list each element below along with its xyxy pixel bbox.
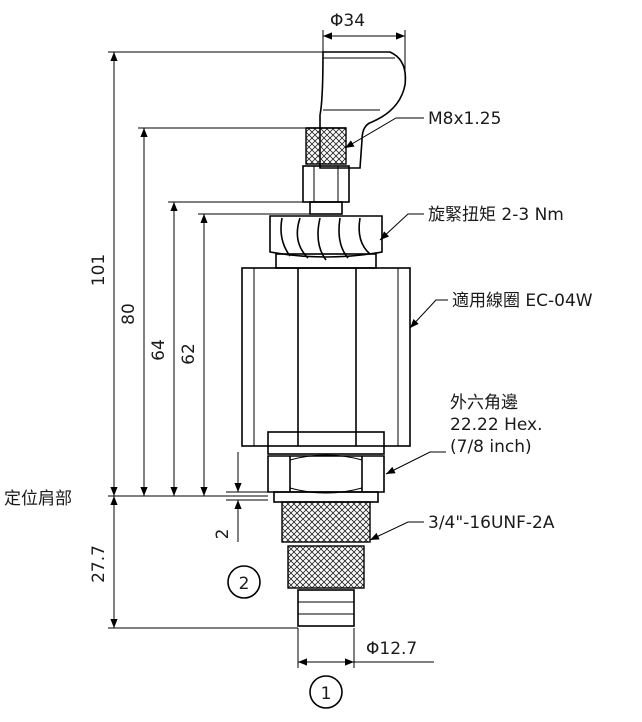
dim-top-diameter: Φ34 [330, 11, 365, 31]
dim-nut-length: 64 [149, 339, 169, 361]
callout-coil: 適用線圈 EC-04W [452, 291, 593, 311]
port-2-label: 2 [239, 574, 250, 594]
port-1-marker: 1 [309, 675, 343, 709]
port-1-label: 1 [321, 684, 332, 704]
dim-coil-length: 62 [179, 343, 199, 365]
dim-total-length: 101 [89, 254, 109, 286]
cartridge-stem [287, 545, 365, 589]
port-2-marker: 2 [227, 565, 261, 599]
callout-thread-spec: M8x1.25 [428, 109, 501, 129]
callout-hex-line1: 外六角邊 [450, 393, 518, 413]
callout-hex-line2: 22.22 Hex. [450, 415, 542, 435]
callout-leaders [344, 117, 448, 541]
dim-cartridge-length: 27.7 [89, 545, 109, 583]
dim-stem-diameter: Φ12.7 [366, 639, 417, 659]
callout-hex-line3: (7/8 inch) [450, 437, 532, 457]
large-hex [267, 455, 385, 493]
dim-shoulder: 2 [213, 529, 233, 540]
callout-locating-shoulder: 定位肩部 [4, 489, 72, 509]
small-hex [302, 165, 350, 203]
m8-thread [305, 127, 347, 165]
dim-thread-length: 80 [119, 303, 139, 325]
unf-thread [281, 501, 371, 543]
valve-body [241, 51, 411, 627]
knurled-nut [269, 215, 383, 258]
callout-unf-thread: 3/4"-16UNF-2A [428, 513, 555, 533]
callout-torque: 旋緊扭矩 2-3 Nm [428, 205, 564, 225]
dimension-lines [108, 30, 434, 668]
coil [241, 267, 411, 447]
